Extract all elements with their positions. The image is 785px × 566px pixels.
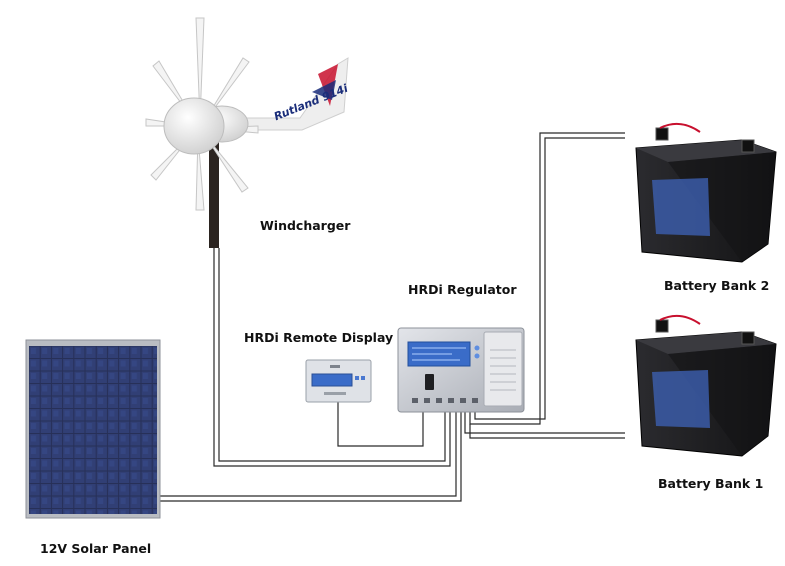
wire-windcharger — [213, 248, 451, 467]
remote-display-screen — [311, 373, 353, 387]
battery-bank-2-label — [652, 178, 710, 236]
wiring — [160, 132, 625, 502]
solar-panel-cells — [29, 346, 157, 514]
label-battery-bank-2: Battery Bank 2 — [664, 278, 770, 293]
turbine-mast — [209, 140, 219, 248]
wire-solar — [160, 412, 462, 502]
turbine-hub — [163, 97, 225, 155]
remote-display — [305, 359, 372, 403]
label-windcharger: Windcharger — [260, 218, 351, 233]
wire-battery-bank-1 — [464, 412, 625, 439]
battery-bank-2 — [635, 122, 777, 263]
wind-turbine: Rutland 914i — [145, 17, 350, 248]
solar-panel — [25, 339, 161, 519]
regulator-switch — [425, 374, 434, 390]
label-regulator: HRDi Regulator — [408, 282, 517, 297]
wire-remote-display — [337, 402, 424, 447]
label-solar-panel: 12V Solar Panel — [40, 541, 152, 556]
regulator — [397, 327, 525, 413]
wire-battery-bank-2 — [469, 132, 625, 425]
battery-bank-1 — [635, 314, 777, 457]
battery-bank-1-label — [652, 370, 710, 428]
label-battery-bank-1: Battery Bank 1 — [658, 476, 764, 491]
label-remote-display: HRDi Remote Display — [244, 330, 394, 345]
